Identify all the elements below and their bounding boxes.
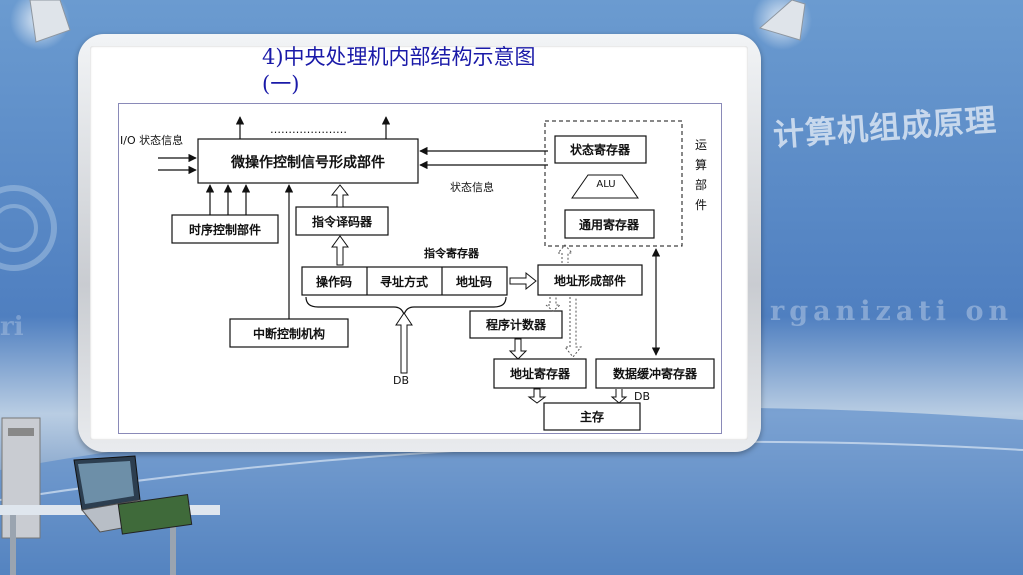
db-to-instruction-register-arrow bbox=[395, 312, 413, 374]
instruction-register-box bbox=[301, 266, 508, 296]
status-info-label: 状态信息 bbox=[450, 180, 494, 194]
instruction-decoder-label: 指令译码器 bbox=[312, 214, 373, 229]
lamp-left-icon bbox=[29, 0, 71, 43]
db-label-2: DB bbox=[634, 390, 650, 403]
alu-label: ALU bbox=[596, 179, 615, 190]
decoder-to-control-arrow bbox=[330, 184, 350, 208]
address-code-to-formation-arrow bbox=[509, 271, 537, 291]
general-register-label: 通用寄存器 bbox=[579, 217, 640, 232]
address-register-box bbox=[493, 358, 587, 389]
address-register-label: 地址寄存器 bbox=[510, 366, 571, 381]
address-code-field: 地址码 bbox=[456, 274, 492, 289]
micro-op-control-box bbox=[197, 138, 419, 184]
opcode-to-decoder-arrow bbox=[331, 235, 349, 266]
watermark-english-left: ri bbox=[0, 312, 24, 342]
slide-title-line2: (一) bbox=[262, 72, 300, 96]
instruction-decoder-box bbox=[295, 206, 389, 236]
control-signal-dots: ………………… bbox=[270, 123, 347, 136]
alu-unit-label-1: 运 bbox=[695, 138, 707, 152]
alu-shape bbox=[571, 174, 639, 199]
alu-unit-group bbox=[544, 120, 683, 247]
status-register-box bbox=[554, 135, 647, 164]
program-counter-label: 程序计数器 bbox=[486, 317, 547, 332]
io-status-label: I/O 状态信息 bbox=[120, 133, 183, 147]
timing-control-label: 时序控制部件 bbox=[189, 222, 261, 237]
db-label-1: DB bbox=[393, 374, 409, 387]
slide-title: 4)中央处理机内部结构示意图 (一) bbox=[262, 44, 536, 98]
alu-unit-label-2: 算 bbox=[695, 157, 707, 172]
micro-op-control-label: 微操作控制信号形成部件 bbox=[230, 154, 385, 171]
computer-hardware-icon bbox=[0, 417, 220, 575]
data-buffer-register-label: 数据缓冲寄存器 bbox=[613, 366, 698, 381]
interrupt-control-label: 中断控制机构 bbox=[253, 326, 325, 341]
status-register-label: 状态寄存器 bbox=[570, 142, 631, 157]
main-memory-label: 主存 bbox=[580, 409, 604, 424]
instruction-register-label: 指令寄存器 bbox=[424, 246, 480, 260]
address-formation-label: 地址形成部件 bbox=[554, 273, 626, 288]
cpu-structure-diagram: ………………… I/O 状态信息 微操作控制信号形成部件 状态信息 状态寄存器 … bbox=[118, 103, 722, 434]
watermark-english: rganizati on bbox=[770, 296, 1014, 327]
alu-unit-label-3: 部 bbox=[695, 177, 707, 192]
alu-unit-label-4: 件 bbox=[695, 198, 707, 212]
slide-title-line1: 4)中央处理机内部结构示意图 bbox=[262, 45, 536, 69]
opcode-field: 操作码 bbox=[316, 274, 352, 289]
data-buffer-register-box bbox=[595, 358, 715, 389]
timing-control-box bbox=[171, 214, 279, 244]
general-register-box bbox=[564, 209, 655, 239]
program-counter-box bbox=[469, 310, 563, 339]
address-formation-box bbox=[537, 264, 643, 296]
main-memory-box bbox=[543, 402, 641, 431]
lamp-right-icon bbox=[758, 0, 806, 41]
addressing-mode-field: 寻址方式 bbox=[380, 274, 428, 289]
